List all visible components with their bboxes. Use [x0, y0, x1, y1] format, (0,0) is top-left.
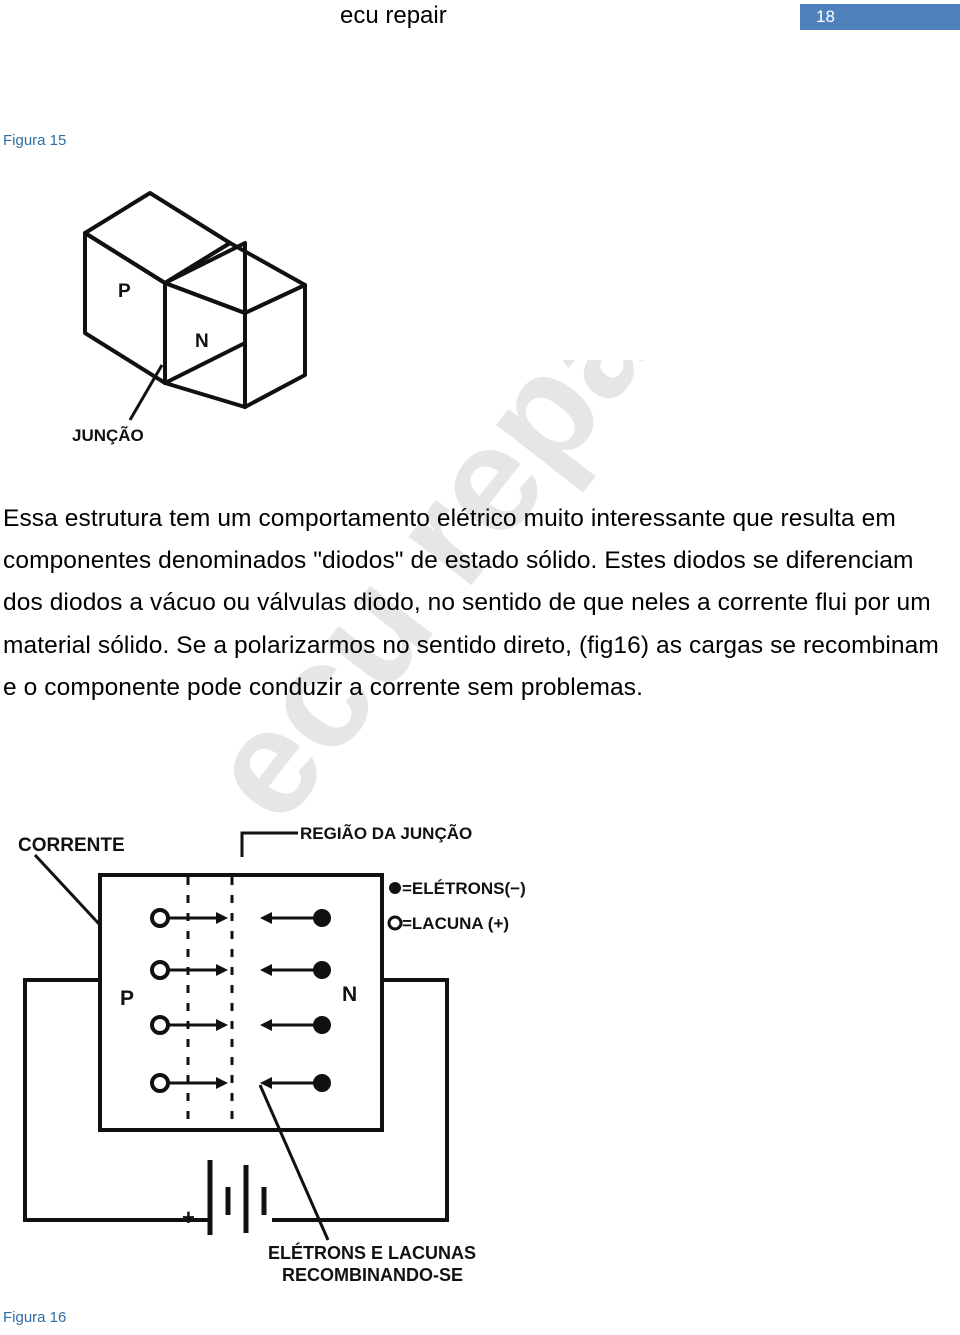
figure-16-label-current: CORRENTE	[18, 835, 125, 856]
recombination-pointer-line	[258, 1084, 330, 1241]
figure-15-label-n: N	[195, 331, 209, 352]
junction-pointer-line	[128, 364, 164, 421]
figure-16-label-recombining-2: RECOMBINANDO-SE	[282, 1265, 463, 1285]
legend-electron-marker	[389, 882, 401, 894]
junction-region-lines	[186, 877, 234, 1127]
electrons-group	[260, 909, 331, 1092]
figure-16-caption: Figura 16	[3, 1309, 67, 1326]
figure-15-pn-block: P N JUNÇÃO	[72, 191, 307, 445]
figure-16-label-n: N	[342, 983, 357, 1006]
figure-15-caption: Figura 15	[3, 132, 67, 149]
figure-16-diode-circuit: CORRENTE REGIÃO DA JUNÇÃO =ELÉTRONS(−) =…	[18, 823, 526, 1285]
battery-symbol	[207, 1160, 267, 1235]
electron-carrier	[260, 1074, 331, 1092]
legend-hole-marker	[387, 915, 403, 931]
electron-carrier	[260, 1016, 331, 1034]
electron-carrier	[260, 909, 331, 927]
electron-carrier	[260, 961, 331, 979]
wire-left	[23, 978, 210, 1222]
hole-carrier	[150, 908, 228, 928]
holes-group	[150, 908, 228, 1093]
page-number-badge: 18	[800, 4, 960, 30]
figure-16-label-p: P	[120, 987, 134, 1010]
hole-carrier	[150, 1073, 228, 1093]
figure-15-label-junction: JUNÇÃO	[72, 425, 144, 445]
battery-plus-label: +	[182, 1205, 195, 1230]
header-title: ecu repair	[340, 2, 447, 29]
figure-16-legend-holes: =LACUNA (+)	[402, 914, 509, 933]
hole-carrier	[150, 1015, 228, 1035]
wire-right	[272, 978, 449, 1222]
current-pointer-line	[33, 853, 102, 927]
semiconductor-block	[98, 873, 384, 1132]
figure-16-legend-electrons: =ELÉTRONS(−)	[402, 879, 526, 898]
region-bracket	[240, 831, 298, 857]
hole-carrier	[150, 960, 228, 980]
figure-15-label-p: P	[118, 281, 131, 302]
figure-16-label-recombining-1: ELÉTRONS E LACUNAS	[268, 1242, 476, 1263]
body-paragraph: Essa estrutura tem um comportamento elét…	[3, 505, 939, 701]
figure-16-label-region: REGIÃO DA JUNÇÃO	[300, 823, 472, 843]
